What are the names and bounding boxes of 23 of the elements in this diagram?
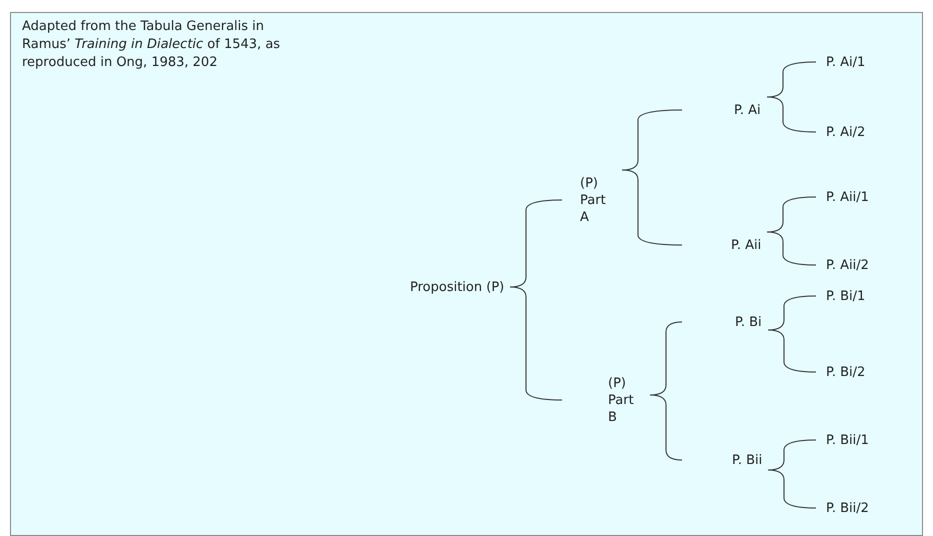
source-note: Adapted from the Tabula Generalis in Ramus’ Training in Dialectic of 1543, as reproduced in Ong, 1983, 202 (22, 18, 282, 72)
node-label: P. Ai/1 (826, 54, 866, 70)
node-label: (P) Part B (608, 374, 644, 426)
node-label: (P) Part A (580, 174, 616, 226)
node-label: P. Aii (731, 236, 762, 254)
brace-connector (768, 330, 816, 372)
node-label: P. Aii/1 (826, 188, 869, 206)
node-label: P. Bi/2 (826, 364, 866, 380)
brace-connector (622, 170, 682, 246)
brace-connector (510, 286, 562, 400)
node-label: P. Bii/2 (826, 500, 869, 516)
node-label: P. Bii/1 (826, 432, 869, 448)
node-label: P. Bi/1 (826, 288, 866, 304)
brace-connector (768, 470, 816, 508)
node-label: P. Bi (735, 314, 762, 330)
brace-connector (766, 232, 816, 266)
brace-connector (766, 96, 816, 132)
node-label: P. Aii/2 (826, 256, 869, 274)
node-label: Proposition (P) (410, 278, 504, 296)
node-label: P. Ai (734, 102, 761, 118)
brace-connector (650, 394, 682, 460)
node-label: P. Bii (732, 452, 762, 468)
node-label: P. Ai/2 (826, 124, 866, 140)
